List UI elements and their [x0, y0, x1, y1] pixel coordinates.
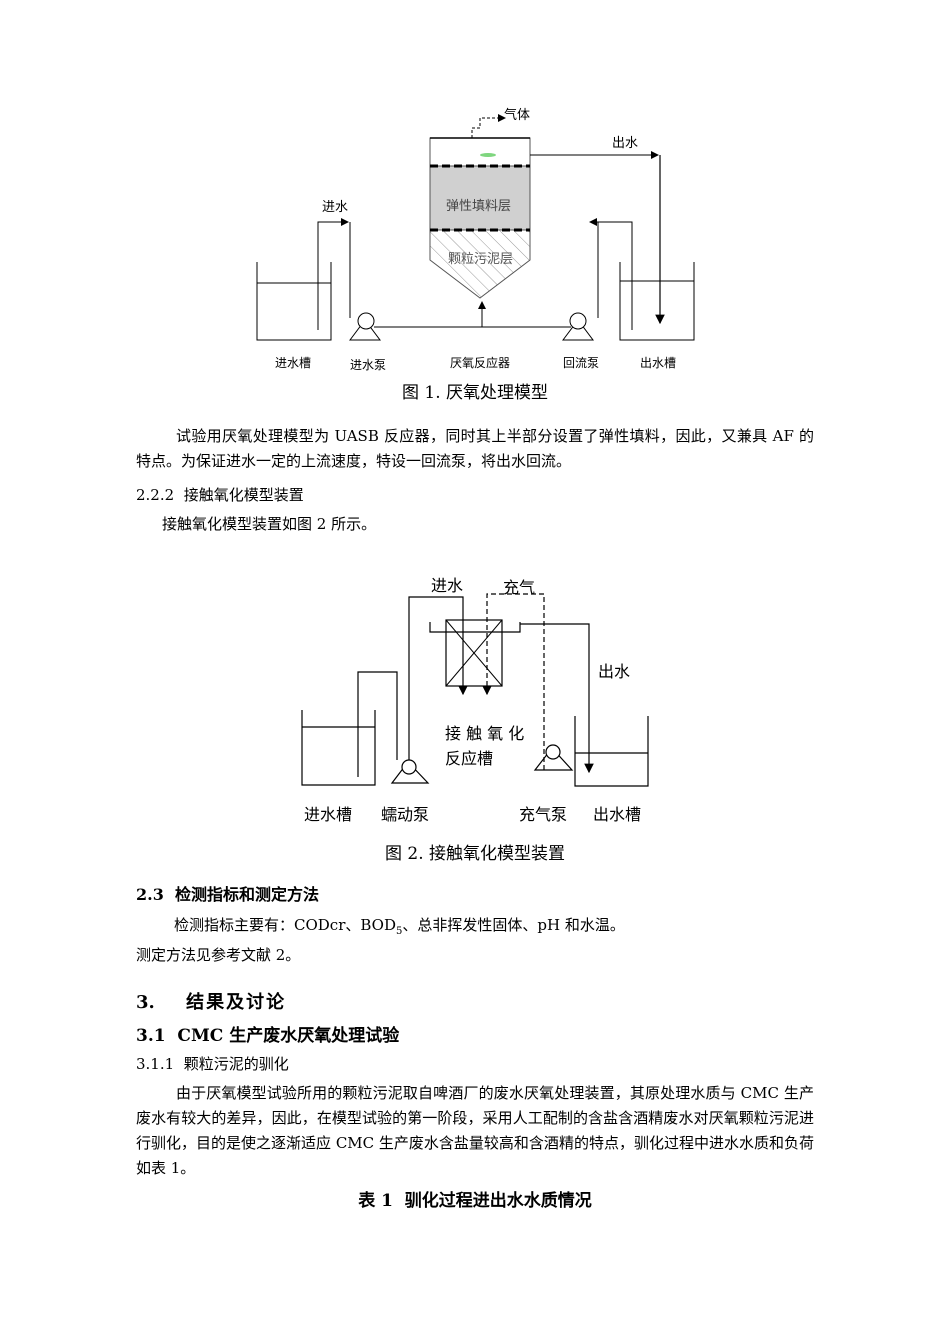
fig1-label-packing-layer: 弹性填料层 [446, 199, 512, 214]
section-3-1-1-heading: 3.1.1 颗粒污泥的驯化 [136, 1052, 289, 1077]
fig1-label-reactor: 厌氧反应器 [450, 356, 511, 370]
fig2-label-reactor-line1: 接 触 氧 化 [445, 724, 525, 743]
section-title: CMC 生产废水厌氧处理试验 [177, 1026, 400, 1046]
fig2-inlet-tank [301, 710, 376, 786]
section-number: 3.1 [136, 1026, 166, 1046]
section-2-3-heading: 2.3 检测指标和测定方法 [136, 882, 319, 907]
fig2-air-pump [533, 744, 574, 771]
fig1-label-sludge-layer: 颗粒污泥层 [448, 252, 514, 267]
fig2-label-air-pump: 充气泵 [519, 805, 568, 824]
table-title: 驯化过程进出水水质情况 [404, 1191, 592, 1211]
fig1-label-inlet-tank: 进水槽 [275, 356, 312, 370]
section-title: 颗粒污泥的驯化 [183, 1055, 289, 1073]
fig1-label-outflow: 出水 [612, 136, 639, 151]
outflow-line [530, 151, 665, 325]
table-1-title: 表 1 驯化过程进出水水质情况 [0, 1186, 950, 1211]
section-number: 2.3 [136, 885, 164, 904]
fig2-label-inlet-tank: 进水槽 [304, 805, 353, 824]
feed-pipe [374, 301, 571, 328]
fig2-feed-pipe [408, 596, 468, 760]
fig2-suction-pipe [357, 671, 398, 777]
paragraph-sludge-acclimation: 由于厌氧模型试验所用的颗粒污泥取自啤酒厂的废水厌氧处理装置，其原处理水质与 CM… [136, 1084, 814, 1177]
fig1-label-inflow: 进水 [322, 200, 349, 215]
reflux-pipe [589, 218, 633, 330]
reflux-pump [562, 312, 594, 341]
fig2-label-outlet-tank: 出水槽 [593, 805, 642, 824]
inlet-pump [349, 312, 381, 341]
inlet-pipe [317, 218, 351, 330]
fig1-label-outlet-tank: 出水槽 [640, 356, 677, 370]
paragraph-methods: 测定方法见参考文献 2。 [136, 946, 301, 964]
figure-2-caption: 图 2. 接触氧化模型装置 [384, 844, 566, 864]
bod-subscript: 5 [396, 926, 403, 937]
fig2-outflow-line [520, 623, 594, 774]
section-number: 3. [136, 992, 155, 1013]
paragraph-indicators: 检测指标主要有：CODcr、BOD5、总非挥发性固体、pH 和水温。 [174, 913, 625, 944]
inlet-tank [256, 262, 332, 341]
fig2-contact-oxidation-reactor [429, 619, 521, 687]
section-title: 接触氧化模型装置 [183, 486, 304, 504]
figure-1-caption: 图 1. 厌氧处理模型 [401, 383, 549, 403]
fig1-label-inlet-pump: 进水泵 [350, 358, 387, 372]
figure-2-diagram [301, 593, 649, 787]
table-number: 表 1 [358, 1191, 393, 1211]
outlet-tank [619, 262, 695, 341]
section-3-1-heading: 3.1 CMC 生产废水厌氧处理试验 [136, 1021, 399, 1046]
fig2-label-peristaltic-pump: 蠕动泵 [381, 805, 430, 824]
fig2-aeration-line [482, 593, 545, 770]
gas-outlet [471, 114, 506, 138]
paragraph-figure2-intro: 接触氧化模型装置如图 2 所示。 [162, 515, 377, 533]
indicators-text-tail: 、总非挥发性固体、pH 和水温。 [402, 916, 625, 934]
section-title: 结果及讨论 [186, 992, 287, 1013]
section-number: 2.2.2 [136, 486, 175, 504]
fig1-label-gas: 气体 [504, 108, 531, 123]
fig2-label-aeration: 充气 [503, 578, 536, 597]
section-3-heading: 3. 结果及讨论 [136, 988, 286, 1014]
fig2-label-inflow: 进水 [431, 576, 464, 595]
section-2-2-2-heading: 2.2.2 接触氧化模型装置 [136, 483, 304, 508]
fig2-outlet-tank [574, 716, 649, 787]
paragraph-model-description: 试验用厌氧处理模型为 UASB 反应器，同时其上半部分设置了弹性填料，因此，又兼… [136, 427, 814, 470]
anaerobic-reactor [429, 137, 531, 299]
figure-1-diagram [256, 114, 695, 341]
fig2-label-reactor-line2: 反应槽 [445, 749, 494, 768]
indicators-text: 检测指标主要有：CODcr、BOD [174, 916, 396, 934]
fig2-label-outflow: 出水 [598, 662, 631, 681]
section-title: 检测指标和测定方法 [174, 885, 319, 904]
section-number: 3.1.1 [136, 1055, 175, 1073]
fig1-label-reflux-pump: 回流泵 [563, 356, 600, 370]
fig2-peristaltic-pump [390, 759, 430, 784]
